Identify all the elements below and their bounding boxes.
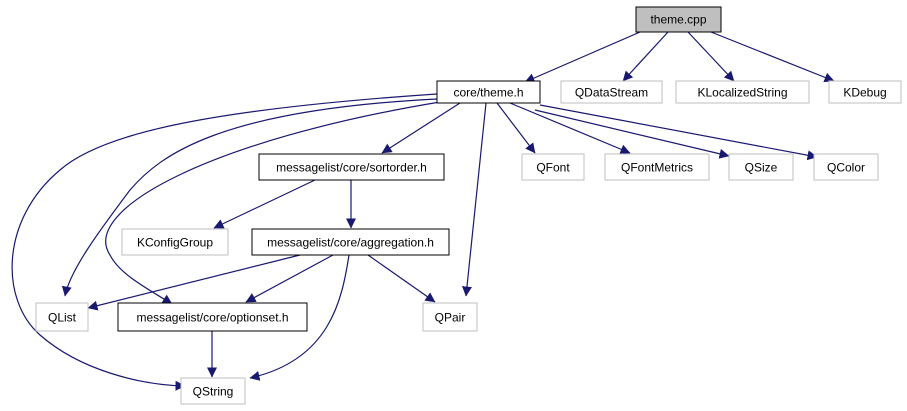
node-qstring: QString (180, 377, 246, 405)
edge-aggregation-h-to-qpair (367, 254, 436, 303)
edge-sortorder-h-to-kconfiggroup (213, 179, 316, 229)
node-optionset-h-label: messagelist/core/optionset.h (136, 311, 288, 325)
edge-core-theme-h-to-qlist (61, 98, 438, 297)
node-aggregation-h[interactable]: messagelist/core/aggregation.h (251, 228, 450, 256)
node-core-theme-h-label: core/theme.h (453, 86, 523, 100)
edges (11, 31, 835, 391)
node-qfont-label: QFont (536, 161, 570, 175)
node-kdebug: KDebug (828, 80, 902, 104)
edge-core-theme-h-to-qsize (534, 109, 730, 159)
node-optionset-h[interactable]: messagelist/core/optionset.h (117, 302, 308, 332)
node-qpair: QPair (422, 302, 478, 332)
node-aggregation-h-label: messagelist/core/aggregation.h (267, 236, 434, 250)
node-qdatastream: QDataStream (560, 80, 663, 104)
node-kdebug-label: KDebug (843, 86, 886, 100)
node-qsize-label: QSize (745, 161, 778, 175)
node-qlist-label: QList (48, 311, 77, 325)
node-core-theme-h[interactable]: core/theme.h (436, 80, 541, 104)
edge-aggregation-h-to-qstring (249, 254, 350, 381)
node-kconfiggroup-label: KConfigGroup (137, 236, 213, 250)
edge-core-theme-h-to-qpair (462, 102, 487, 297)
edge-core-theme-h-to-qcolor (539, 104, 818, 161)
edge-aggregation-h-to-qlist (87, 254, 301, 311)
node-qfontmetrics-label: QFontMetrics (621, 161, 693, 175)
node-qlist: QList (35, 302, 89, 332)
node-qcolor: QColor (813, 153, 879, 181)
node-qfontmetrics: QFontMetrics (604, 153, 710, 181)
node-theme-cpp: theme.cpp (635, 6, 722, 33)
node-theme-cpp-label: theme.cpp (650, 13, 706, 27)
node-kconfiggroup: KConfigGroup (121, 228, 229, 256)
node-klocalizedstring: KLocalizedString (675, 80, 810, 104)
node-sortorder-h-label: messagelist/core/sortorder.h (276, 161, 427, 175)
node-qdatastream-label: QDataStream (575, 86, 648, 100)
edge-theme-cpp-to-qdatastream (622, 31, 669, 82)
node-klocalizedstring-label: KLocalizedString (697, 86, 787, 100)
edge-theme-cpp-to-kdebug (710, 31, 835, 83)
node-sortorder-h[interactable]: messagelist/core/sortorder.h (258, 153, 445, 181)
node-qcolor-label: QColor (827, 161, 865, 175)
edge-core-theme-h-to-qstring (11, 93, 438, 391)
edge-core-theme-h-to-sortorder-h (381, 102, 461, 154)
node-qsize: QSize (728, 153, 794, 181)
edge-aggregation-h-to-optionset-h (245, 254, 334, 303)
edge-theme-cpp-to-klocalizedstring (687, 31, 735, 82)
node-qpair-label: QPair (435, 311, 466, 325)
edge-core-theme-h-to-qfontmetrics (509, 102, 631, 154)
node-qstring-label: QString (193, 385, 234, 399)
node-qfont: QFont (521, 153, 585, 181)
edge-theme-cpp-to-core-theme-h (524, 31, 641, 83)
edge-core-theme-h-to-optionset-h (105, 101, 441, 305)
edge-core-theme-h-to-qfont (496, 102, 536, 154)
